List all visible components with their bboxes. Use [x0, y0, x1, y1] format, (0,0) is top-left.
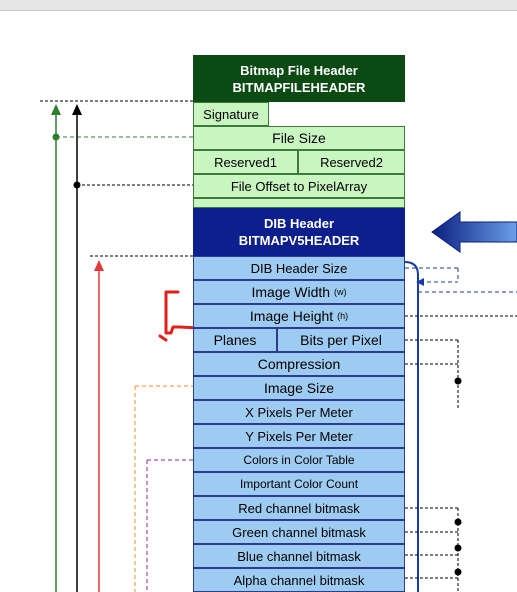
field-file-offset-label: File Offset to PixelArray — [230, 178, 368, 194]
field-image-size-label: Image Size — [263, 380, 335, 396]
field-y-ppm-label: Y Pixels Per Meter — [245, 428, 353, 444]
bitmap-file-header-label: Bitmap File Header — [240, 62, 358, 78]
field-file-size-label: File Size — [272, 130, 326, 146]
field-file-offset: File Offset to PixelArray — [193, 174, 405, 198]
field-compression: Compression — [193, 352, 405, 376]
field-gap — [193, 198, 405, 208]
field-reserved2-label: Reserved2 — [320, 154, 383, 170]
field-bits-per-pixel: Bits per Pixel — [277, 328, 405, 352]
bitmap-file-header-struct: BITMAPFILEHEADER — [232, 79, 366, 95]
field-signature-label: Signature — [203, 106, 259, 122]
field-colors-in-table-label: Colors in Color Table — [243, 453, 355, 467]
field-green-channel-bitmask: Green channel bitmask — [193, 520, 405, 544]
field-red-channel-bitmask: Red channel bitmask — [193, 496, 405, 520]
field-colors-in-color-table: Colors in Color Table — [193, 448, 405, 472]
field-alpha-mask-label: Alpha channel bitmask — [233, 572, 365, 588]
field-red-mask-label: Red channel bitmask — [238, 500, 360, 516]
field-reserved1: Reserved1 — [193, 150, 298, 174]
field-image-height-unit: (h) — [337, 311, 349, 321]
field-dib-header-size-label: DIB Header Size — [250, 260, 348, 276]
field-reserved1-label: Reserved1 — [214, 154, 277, 170]
field-image-size: Image Size — [193, 376, 405, 400]
bitmap-file-header-title: Bitmap File Header BITMAPFILEHEADER — [193, 55, 405, 102]
field-x-pixels-per-meter: X Pixels Per Meter — [193, 400, 405, 424]
field-image-width-unit: (w) — [333, 287, 347, 297]
field-y-pixels-per-meter: Y Pixels Per Meter — [193, 424, 405, 448]
field-x-ppm-label: X Pixels Per Meter — [245, 404, 353, 420]
dib-header-title: DIB Header BITMAPV5HEADER — [193, 208, 405, 256]
field-bits-per-pixel-label: Bits per Pixel — [300, 332, 382, 348]
field-image-height-label: Image Height — [249, 308, 334, 324]
field-important-color-count: Important Color Count — [193, 472, 405, 496]
field-image-width-label: Image Width — [251, 284, 331, 300]
dib-header-label: DIB Header — [263, 216, 335, 231]
field-image-width: Image Width (w) — [193, 280, 405, 304]
field-blue-mask-label: Blue channel bitmask — [237, 548, 361, 564]
height-annotation-bracket — [164, 290, 200, 335]
field-image-height: Image Height (h) — [193, 304, 405, 328]
field-file-size: File Size — [193, 126, 405, 150]
field-planes-label: Planes — [213, 332, 257, 348]
field-signature: Signature — [193, 102, 269, 126]
field-green-mask-label: Green channel bitmask — [232, 524, 366, 540]
dib-header-struct: BITMAPV5HEADER — [238, 233, 360, 248]
field-blue-channel-bitmask: Blue channel bitmask — [193, 544, 405, 568]
field-dib-header-size: DIB Header Size — [193, 256, 405, 280]
window-top-bar — [0, 0, 517, 11]
dib-pointer-arrow — [431, 211, 517, 253]
field-planes: Planes — [193, 328, 277, 352]
field-compression-label: Compression — [257, 356, 341, 372]
field-alpha-channel-bitmask: Alpha channel bitmask — [193, 568, 405, 592]
field-important-colors-label: Important Color Count — [239, 477, 359, 491]
field-reserved2: Reserved2 — [298, 150, 405, 174]
